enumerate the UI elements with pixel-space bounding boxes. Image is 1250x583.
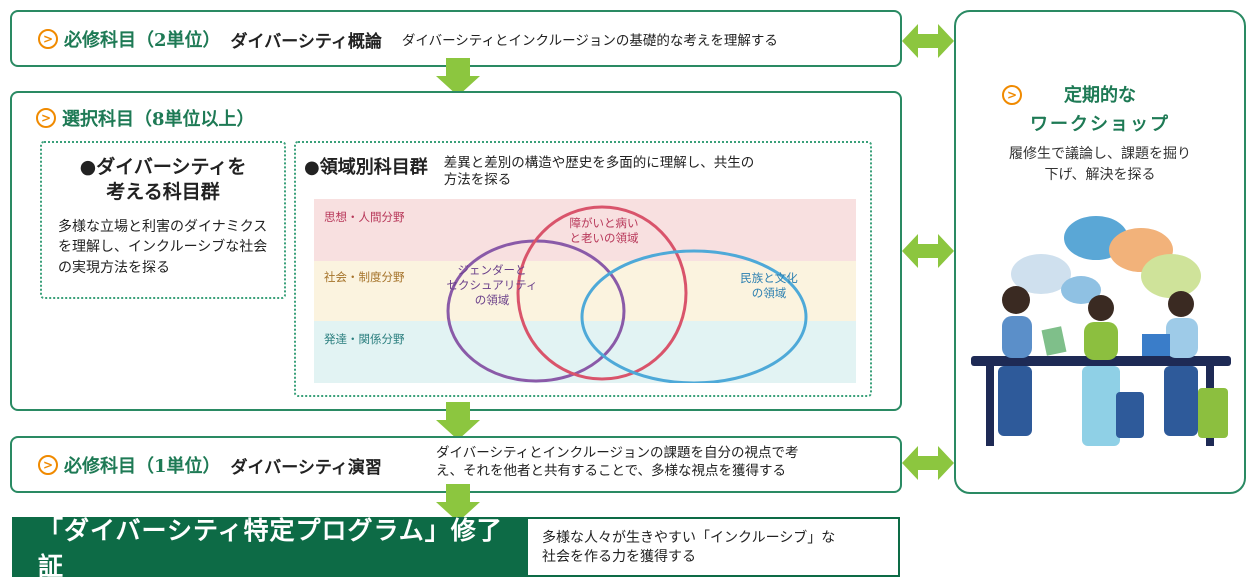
- course-description-2: ダイバーシティとインクルージョンの課題を自分の視点で考 え、それを他者と共有する…: [436, 445, 799, 480]
- down-arrow-icon: [436, 484, 480, 522]
- venn-label-gender: ジェンダーと セクシュアリティ の領域: [446, 263, 538, 307]
- venn-label-culture: 民族と文化 の領域: [740, 271, 798, 300]
- chevron-circle-icon: >: [1002, 85, 1022, 105]
- required-heading-1: 必修科目（2単位）: [64, 30, 221, 51]
- band-label-development: 発達・関係分野: [324, 332, 405, 346]
- band-society: [314, 261, 856, 321]
- required-course-box-1: > 必修科目（2単位） ダイバーシティ概論 ダイバーシティとインクルージョンの基…: [10, 10, 902, 67]
- workshop-box: > 定期的な ワークショップ 履修生で議論し、課題を掘り 下げ、解決を探る: [954, 10, 1246, 494]
- band-label-society: 社会・制度分野: [324, 270, 405, 284]
- diversity-course-group: ●ダイバーシティを 考える科目群 多様な立場と利害のダイナミクスを理解し、インク…: [40, 141, 286, 299]
- group2-title: ●領域別科目群: [304, 157, 428, 178]
- bidirectional-arrow-icon: [902, 446, 954, 480]
- chevron-circle-icon: >: [38, 29, 58, 49]
- domain-course-group: ●領域別科目群 差異と差別の構造や歴史を多面的に理解し、共生の 方法を探る 思想…: [294, 141, 872, 397]
- group1-description: 多様な立場と利害のダイナミクスを理解し、インクルーシブな社会の実現方法を探る: [58, 219, 268, 276]
- course-name-1: ダイバーシティ概論: [230, 31, 382, 52]
- workshop-title: > 定期的な ワークショップ: [956, 82, 1244, 140]
- venn-circles: [446, 205, 808, 383]
- venn-circle-gender: [446, 239, 626, 383]
- chevron-circle-icon: >: [38, 455, 58, 475]
- chevron-circle-icon: >: [36, 108, 56, 128]
- venn-diagram: 思想・人間分野 社会・制度分野 発達・関係分野 ジェンダーと セクシュアリティ …: [314, 199, 856, 383]
- course-name-2: ダイバーシティ演習: [230, 457, 382, 478]
- course-description-1: ダイバーシティとインクルージョンの基礎的な考えを理解する: [401, 33, 778, 49]
- required-heading-2: 必修科目（1単位）: [64, 456, 221, 477]
- elective-courses-box: > 選択科目（8単位以上） ●ダイバーシティを 考える科目群 多様な立場と利害の…: [10, 91, 902, 411]
- group1-title: ●ダイバーシティを 考える科目群: [79, 156, 247, 203]
- workshop-description: 履修生で議論し、課題を掘り 下げ、解決を探る: [1009, 146, 1191, 183]
- venn-label-disability: 障がいと病い と老いの領域: [569, 216, 639, 245]
- group2-description: 差異と差別の構造や歴史を多面的に理解し、共生の 方法を探る: [443, 155, 755, 188]
- venn-circle-culture: [580, 249, 808, 383]
- bidirectional-arrow-icon: [902, 24, 954, 58]
- bidirectional-arrow-icon: [902, 234, 954, 268]
- down-arrow-icon: [436, 402, 480, 440]
- elective-heading: 選択科目（8単位以上）: [62, 109, 255, 130]
- band-label-thought: 思想・人間分野: [324, 210, 405, 224]
- workshop-illustration: [971, 216, 1231, 446]
- certificate-description: 多様な人々が生きやすい「インクルーシブ」な 社会を作る力を獲得する: [528, 517, 900, 577]
- venn-circle-disability: [516, 205, 688, 381]
- certificate-title: 「ダイバーシティ特定プログラム」修了証: [12, 516, 528, 581]
- down-arrow-icon: [436, 58, 480, 96]
